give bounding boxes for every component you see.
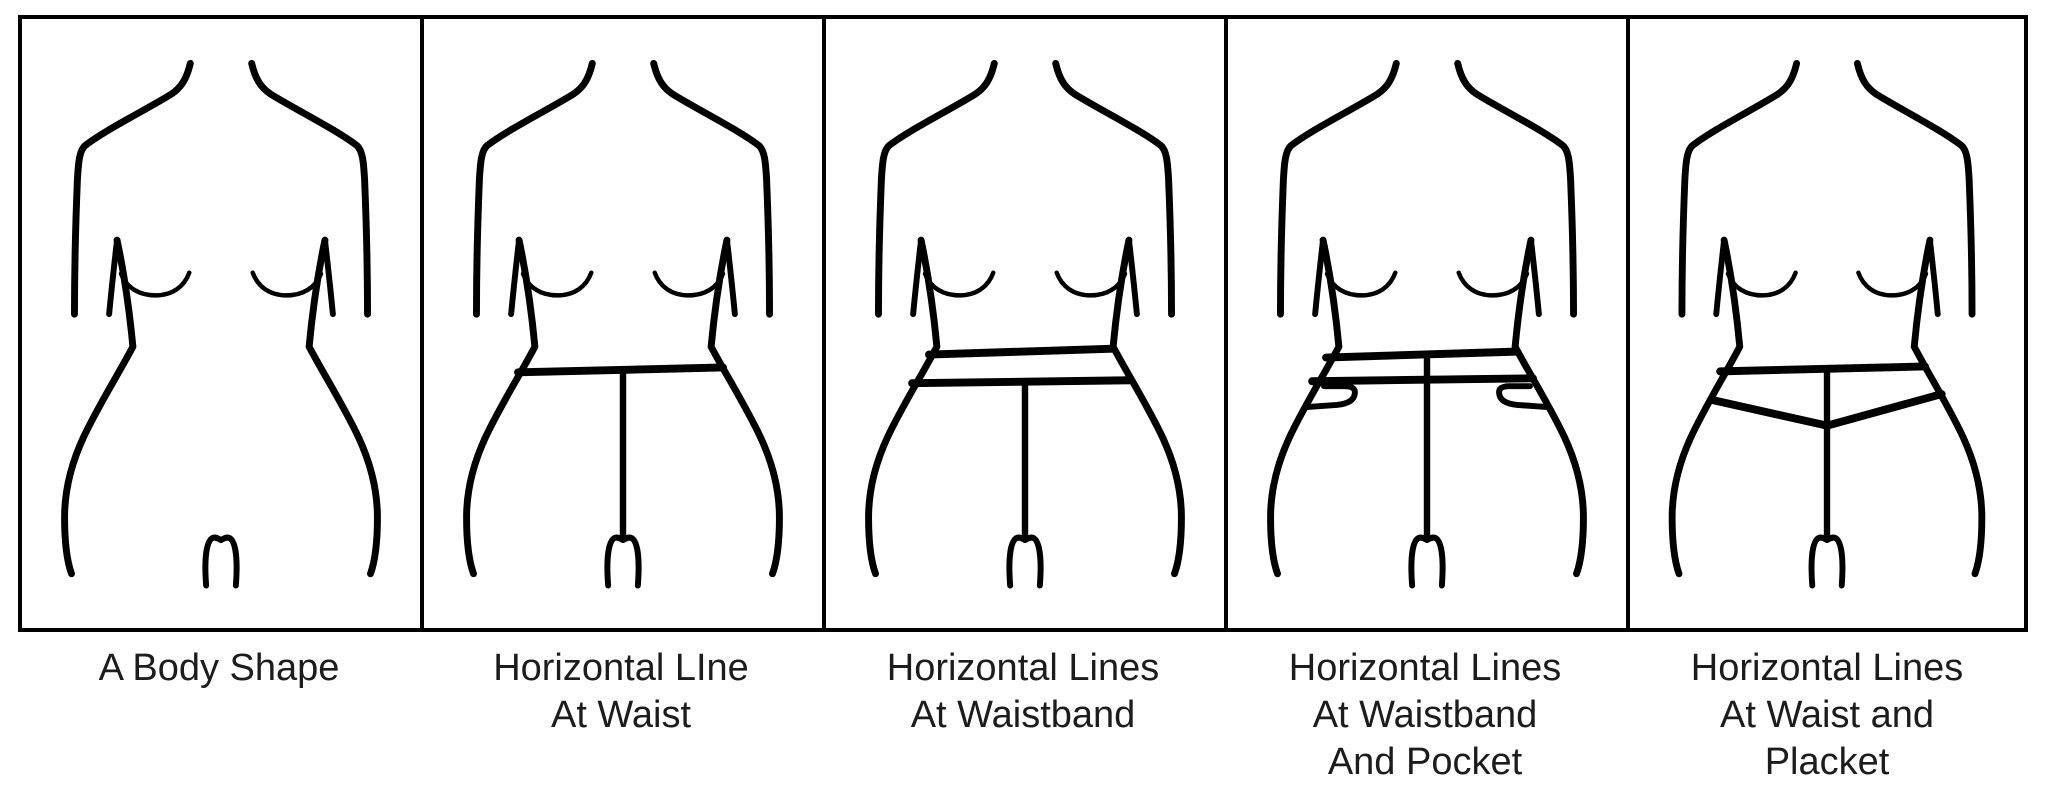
waistband-lower-line (908, 376, 1135, 388)
panel-label-lines-at-waistband: Horizontal Lines At Waistband (822, 645, 1224, 739)
placket-line-left (1708, 396, 1831, 430)
panel-waist-and-placket (1626, 15, 2028, 632)
panel-cell-waist-and-placket: Horizontal Lines At Waist and Placket (1626, 15, 2028, 786)
pocket-curve-left (1305, 383, 1358, 410)
panel-cell-lines-at-waistband: Horizontal Lines At Waistband (822, 15, 1224, 786)
panel-label-waistband-and-pocket: Horizontal Lines At Waistband And Pocket (1224, 645, 1626, 786)
panel-cell-line-at-waist: Horizontal LIne At Waist (420, 15, 822, 786)
panel-waistband-and-pocket (1224, 15, 1626, 632)
label-line: And Pocket (1327, 741, 1523, 783)
panel-cell-body-shape: A Body Shape (18, 15, 420, 786)
placket-line-right (1823, 390, 1946, 430)
garment-lines-overlay (1305, 347, 1549, 543)
label-line: At Waistband (910, 694, 1136, 736)
label-line: Horizontal LIne (493, 647, 749, 689)
label-line: At Waist and (1719, 694, 1934, 736)
torso-figure (65, 63, 378, 585)
panel-label-body-shape: A Body Shape (18, 645, 420, 692)
label-line: Horizontal Lines (1288, 647, 1562, 689)
waistband-upper-line (925, 344, 1118, 359)
pocket-curve-right (1496, 383, 1549, 410)
garment-lines-overlay (514, 363, 727, 543)
label-line: Placket (1764, 741, 1890, 783)
panel-label-line-at-waist: Horizontal LIne At Waist (420, 645, 822, 739)
label-line: At Waistband (1312, 694, 1538, 736)
panel-body-shape (18, 15, 420, 632)
panel-line-at-waist (420, 15, 822, 632)
garment-lines-overlay (908, 344, 1135, 543)
panel-lines-at-waistband (822, 15, 1224, 632)
garment-lines-overlay (1708, 362, 1946, 543)
panels-row: A Body Shape Horizontal LIne At Waist (18, 15, 2028, 786)
waistband-lower-line (1308, 374, 1537, 386)
label-line: Horizontal Lines (886, 647, 1160, 689)
label-line: Horizontal Lines (1690, 647, 1964, 689)
waistband-upper-line (1322, 347, 1521, 362)
waist-line (1716, 362, 1929, 376)
label-line: A Body Shape (98, 647, 340, 689)
label-line: At Waist (550, 694, 692, 736)
panel-label-waist-and-placket: Horizontal Lines At Waist and Placket (1626, 645, 2028, 786)
panel-cell-waistband-and-pocket: Horizontal Lines At Waistband And Pocket (1224, 15, 1626, 786)
